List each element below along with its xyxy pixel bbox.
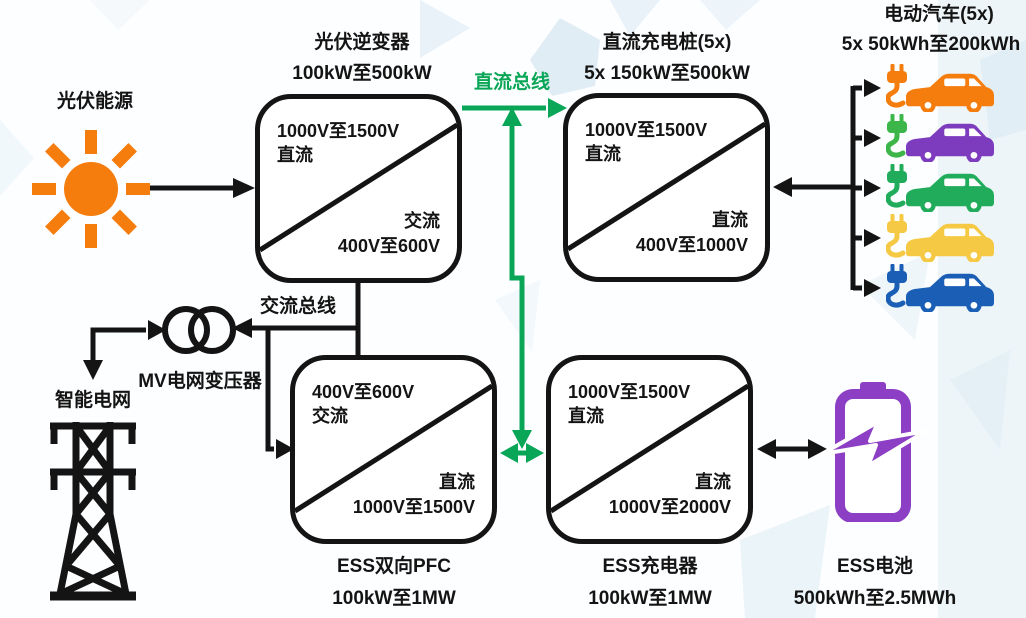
ess-pfc-rating: 100kW至1MW xyxy=(332,588,456,609)
charging-plug-icon xyxy=(886,214,907,258)
ev-car-icon xyxy=(906,223,994,262)
arrowhead-into-car-1 xyxy=(864,79,881,97)
battery-title: ESS电池 xyxy=(836,556,914,577)
converter-diagonal xyxy=(260,122,457,253)
arrowhead-into-pfc xyxy=(276,439,294,459)
charging-plug-icon xyxy=(886,264,907,308)
pv-inverter-rating: 100kW至500kW xyxy=(292,63,432,84)
arrowhead-into-dc-charger-right xyxy=(773,177,792,197)
dc-arrowhead-into-pfc-right xyxy=(500,443,518,463)
ac-branch-to-pfc-line xyxy=(265,328,274,452)
ev-rating: 5x 50kWh至200kWh xyxy=(841,34,1021,55)
charging-plug-icon xyxy=(886,114,907,158)
charging-plug-icon xyxy=(886,164,907,208)
ev-row-3 xyxy=(884,163,1002,213)
dc-bus-vertical-line xyxy=(509,124,525,432)
arrowhead-into-car-2 xyxy=(864,129,881,147)
converter-diagonal xyxy=(551,383,748,514)
dc-arrowhead-into-charger xyxy=(548,98,567,118)
ev-row-1 xyxy=(884,63,1002,113)
grid-label: 智能电网 xyxy=(54,390,131,411)
arrowhead-into-battery xyxy=(808,439,827,459)
converter-diagonal xyxy=(568,121,765,252)
transformer-label: MV电网变压器 xyxy=(138,371,262,392)
arrowhead-into-transformer-left xyxy=(148,320,166,340)
battery-rating: 500kWh至2.5MWh xyxy=(793,588,957,609)
dc-bus-label: 直流总线 xyxy=(473,72,550,93)
ev-car-icon xyxy=(906,73,994,112)
ess-charger-title: ESS充电器 xyxy=(602,556,698,577)
dc-charger-title: 直流充电桩(5x) xyxy=(602,32,732,53)
ev-row-4 xyxy=(884,213,1002,263)
transformer-grid-corner-line xyxy=(90,327,146,360)
ev-row-2 xyxy=(884,113,1002,163)
arrowhead-into-ess-charger-right xyxy=(757,439,776,459)
arrowhead-into-car-3 xyxy=(864,179,881,197)
black-connector-arrowheads xyxy=(83,79,881,459)
dc-bus-arrowheads xyxy=(500,98,567,463)
arrowhead-into-car-5 xyxy=(864,279,881,297)
arrowhead-into-inverter xyxy=(233,178,255,198)
dc-arrowhead-up xyxy=(502,107,522,126)
dc-arrowhead-into-ess-charger-left xyxy=(526,443,544,463)
converter-diagonal xyxy=(295,383,492,514)
dc-charger-rating: 5x 150kW至500kW xyxy=(584,63,750,84)
ac-bus-label: 交流总线 xyxy=(259,296,336,317)
ev-title: 电动汽车(5x) xyxy=(884,4,994,25)
arrowhead-into-car-4 xyxy=(864,229,881,247)
power-grid-tower-icon xyxy=(50,422,136,601)
arrowhead-into-grid xyxy=(83,360,103,380)
arrowhead-into-transformer-right xyxy=(232,318,252,338)
ess-charger-rating: 100kW至1MW xyxy=(588,588,712,609)
ev-car-icon xyxy=(906,273,994,312)
ev-row-5 xyxy=(884,263,1002,313)
sun-icon xyxy=(32,130,150,248)
ev-car-icon xyxy=(906,173,994,212)
charging-plug-icon xyxy=(886,64,907,108)
pv-inverter-title: 光伏逆变器 xyxy=(314,32,410,53)
ev-car-icon xyxy=(906,123,994,162)
solar-label: 光伏能源 xyxy=(56,91,133,112)
dc-arrowhead-down xyxy=(512,430,532,449)
transformer-icon xyxy=(162,306,236,354)
ess-pfc-title: ESS双向PFC xyxy=(336,556,452,577)
ess-battery-icon xyxy=(820,382,928,522)
black-connector-lines xyxy=(90,85,862,452)
